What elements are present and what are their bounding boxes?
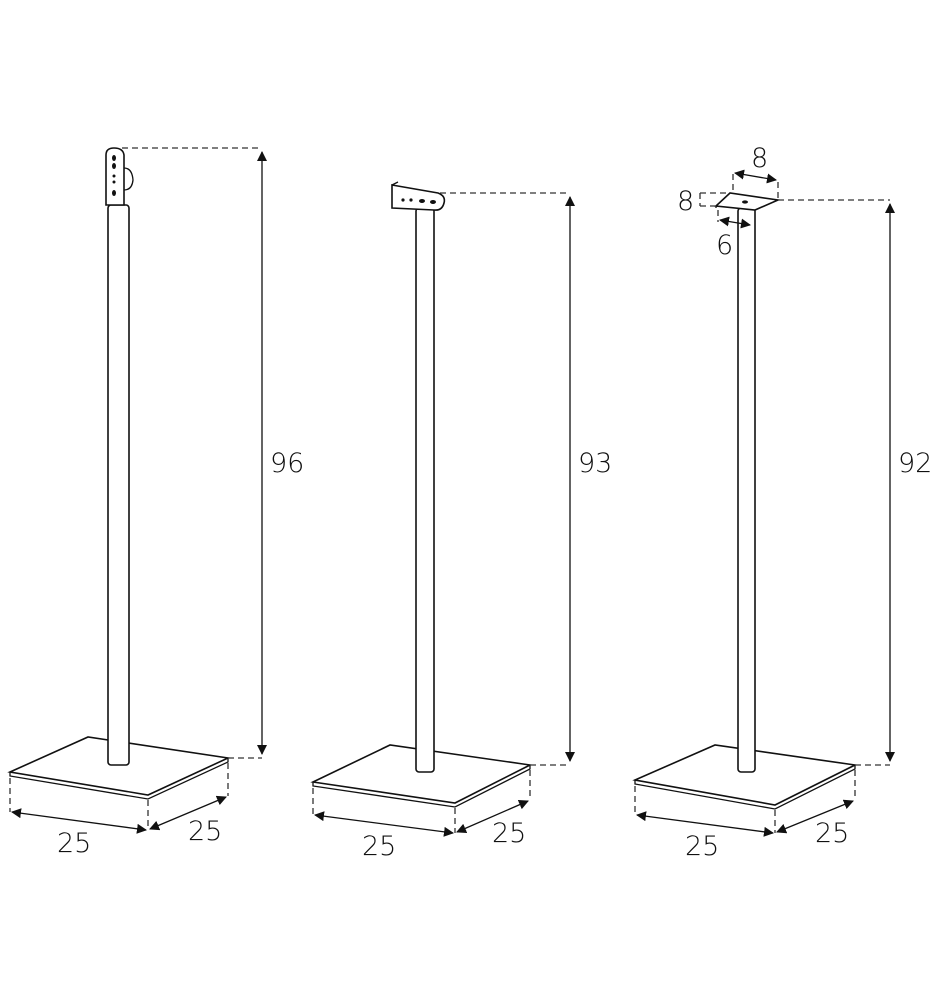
stand-1-bracket-tab <box>123 167 134 191</box>
stand-3-height-label: 92 <box>898 448 932 479</box>
stand-1-base-edge <box>9 758 229 800</box>
stand-1-depth-label: 25 <box>188 816 222 847</box>
stand-1-width-label: 25 <box>57 828 91 859</box>
stand-2-width-label: 25 <box>362 831 396 862</box>
stand-3-plate-depth-label: 8 <box>677 186 694 217</box>
stand-3: 92 8 8 6 25 25 <box>632 143 932 862</box>
stand-2-bracket-holes <box>401 198 436 204</box>
stand-2-height-label: 93 <box>578 448 612 479</box>
stand-2-bracket <box>391 184 446 211</box>
stand-2: 93 25 25 <box>310 181 612 862</box>
stand-1-pole <box>107 204 130 766</box>
stand-3-plate-width-label: 8 <box>751 143 768 174</box>
stand-3-pole <box>737 207 756 773</box>
stand-1: 96 25 25 <box>7 147 304 859</box>
stand-3-plate-inner-label: 6 <box>716 230 733 261</box>
stand-2-depth-label: 25 <box>492 818 526 849</box>
stand-1-bracket-holes <box>112 155 116 196</box>
stand-3-width-label: 25 <box>685 831 719 862</box>
stand-3-plate-hole <box>742 200 748 204</box>
stand-3-depth-label: 25 <box>815 818 849 849</box>
stand-2-pole <box>415 207 435 773</box>
stand-1-height-label: 96 <box>270 448 304 479</box>
